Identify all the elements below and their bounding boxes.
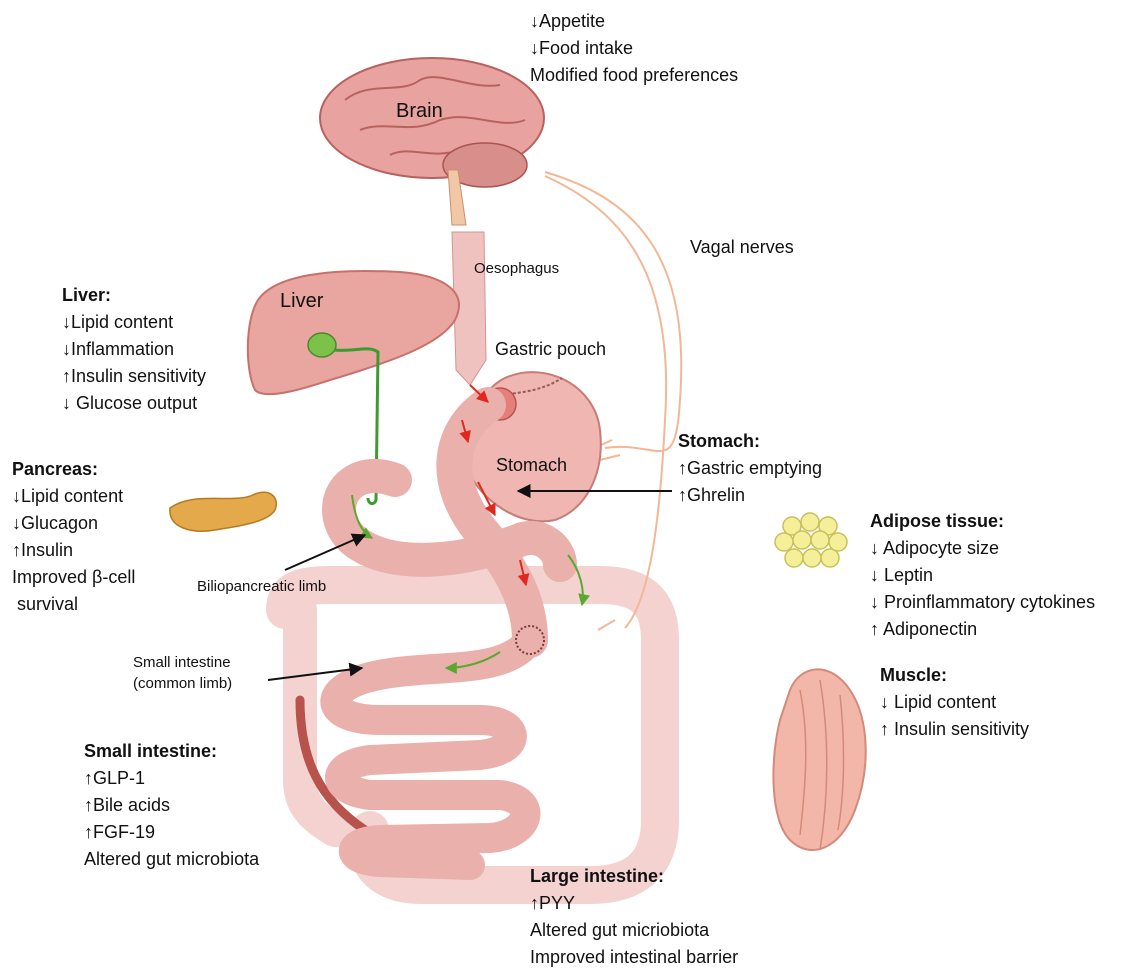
pancreas-shape xyxy=(170,492,276,531)
small-intestine-effect-item: ↑Bile acids xyxy=(84,792,259,819)
common-limb-shape xyxy=(335,640,530,865)
brain-effect-item: ↓Appetite xyxy=(530,8,738,35)
muscle-effects-heading: Muscle: xyxy=(880,662,1029,689)
liver-effects-heading: Liver: xyxy=(62,282,206,309)
brain-effect-item: Modified food preferences xyxy=(530,62,738,89)
small-intestine-effect-item: ↑GLP-1 xyxy=(84,765,259,792)
gastric-pouch-label: Gastric pouch xyxy=(495,339,606,360)
adipose-cells xyxy=(775,513,847,567)
pancreas-effect-item: Improved β-cell xyxy=(12,564,135,591)
large-intestine-effects: Large intestine: ↑PYY Altered gut micrio… xyxy=(530,863,738,971)
vagal-nerves-label: Vagal nerves xyxy=(690,237,794,258)
small-intestine-label: Small intestine (common limb) xyxy=(133,652,232,694)
stomach-effect-item: ↑Ghrelin xyxy=(678,482,822,509)
pancreas-effect-item: ↓Lipid content xyxy=(12,483,135,510)
adipose-effect-item: ↓ Adipocyte size xyxy=(870,535,1095,562)
gallbladder-shape xyxy=(308,333,336,357)
pancreas-effect-item: ↑Insulin xyxy=(12,537,135,564)
liver-label: Liver xyxy=(280,290,323,313)
small-intestine-label-line2: (common limb) xyxy=(133,673,232,694)
muscle-effect-item: ↓ Lipid content xyxy=(880,689,1029,716)
liver-effect-item: ↓ Glucose output xyxy=(62,390,206,417)
adipose-effect-item: ↓ Proinflammatory cytokines xyxy=(870,589,1095,616)
large-intestine-effect-item: ↑PYY xyxy=(530,890,738,917)
brain-label: Brain xyxy=(396,100,443,123)
stomach-effects-heading: Stomach: xyxy=(678,428,822,455)
muscle-effects: Muscle: ↓ Lipid content ↑ Insulin sensit… xyxy=(880,662,1029,743)
brain-effects: ↓Appetite ↓Food intake Modified food pre… xyxy=(530,8,738,89)
pancreas-effect-item: survival xyxy=(12,591,135,618)
stomach-label: Stomach xyxy=(496,455,567,476)
stomach-effect-item: ↑Gastric emptying xyxy=(678,455,822,482)
biliopancreatic-limb-label: Biliopancreatic limb xyxy=(197,576,326,597)
adipose-effects: Adipose tissue: ↓ Adipocyte size ↓ Lepti… xyxy=(870,508,1095,643)
muscle-shape xyxy=(773,669,865,850)
pancreas-effect-item: ↓Glucagon xyxy=(12,510,135,537)
small-intestine-effects-heading: Small intestine: xyxy=(84,738,259,765)
adipose-effect-item: ↓ Leptin xyxy=(870,562,1095,589)
large-intestine-effects-heading: Large intestine: xyxy=(530,863,738,890)
liver-effect-item: ↓Lipid content xyxy=(62,309,206,336)
small-intestine-effect-item: ↑FGF-19 xyxy=(84,819,259,846)
pancreas-effects: Pancreas: ↓Lipid content ↓Glucagon ↑Insu… xyxy=(12,456,135,618)
small-intestine-label-line1: Small intestine xyxy=(133,652,232,673)
oesophagus-label: Oesophagus xyxy=(474,258,559,279)
small-intestine-effect-item: Altered gut microbiota xyxy=(84,846,259,873)
small-intestine-effects: Small intestine: ↑GLP-1 ↑Bile acids ↑FGF… xyxy=(84,738,259,873)
liver-effect-item: ↑Insulin sensitivity xyxy=(62,363,206,390)
liver-effect-item: ↓Inflammation xyxy=(62,336,206,363)
brain-effect-item: ↓Food intake xyxy=(530,35,738,62)
pancreas-effects-heading: Pancreas: xyxy=(12,456,135,483)
stomach-effects: Stomach: ↑Gastric emptying ↑Ghrelin xyxy=(678,428,822,509)
adipose-effect-item: ↑ Adiponectin xyxy=(870,616,1095,643)
large-intestine-effect-item: Improved intestinal barrier xyxy=(530,944,738,971)
large-intestine-effect-item: Altered gut micriobiota xyxy=(530,917,738,944)
liver-effects: Liver: ↓Lipid content ↓Inflammation ↑Ins… xyxy=(62,282,206,417)
muscle-effect-item: ↑ Insulin sensitivity xyxy=(880,716,1029,743)
adipose-effects-heading: Adipose tissue: xyxy=(870,508,1095,535)
